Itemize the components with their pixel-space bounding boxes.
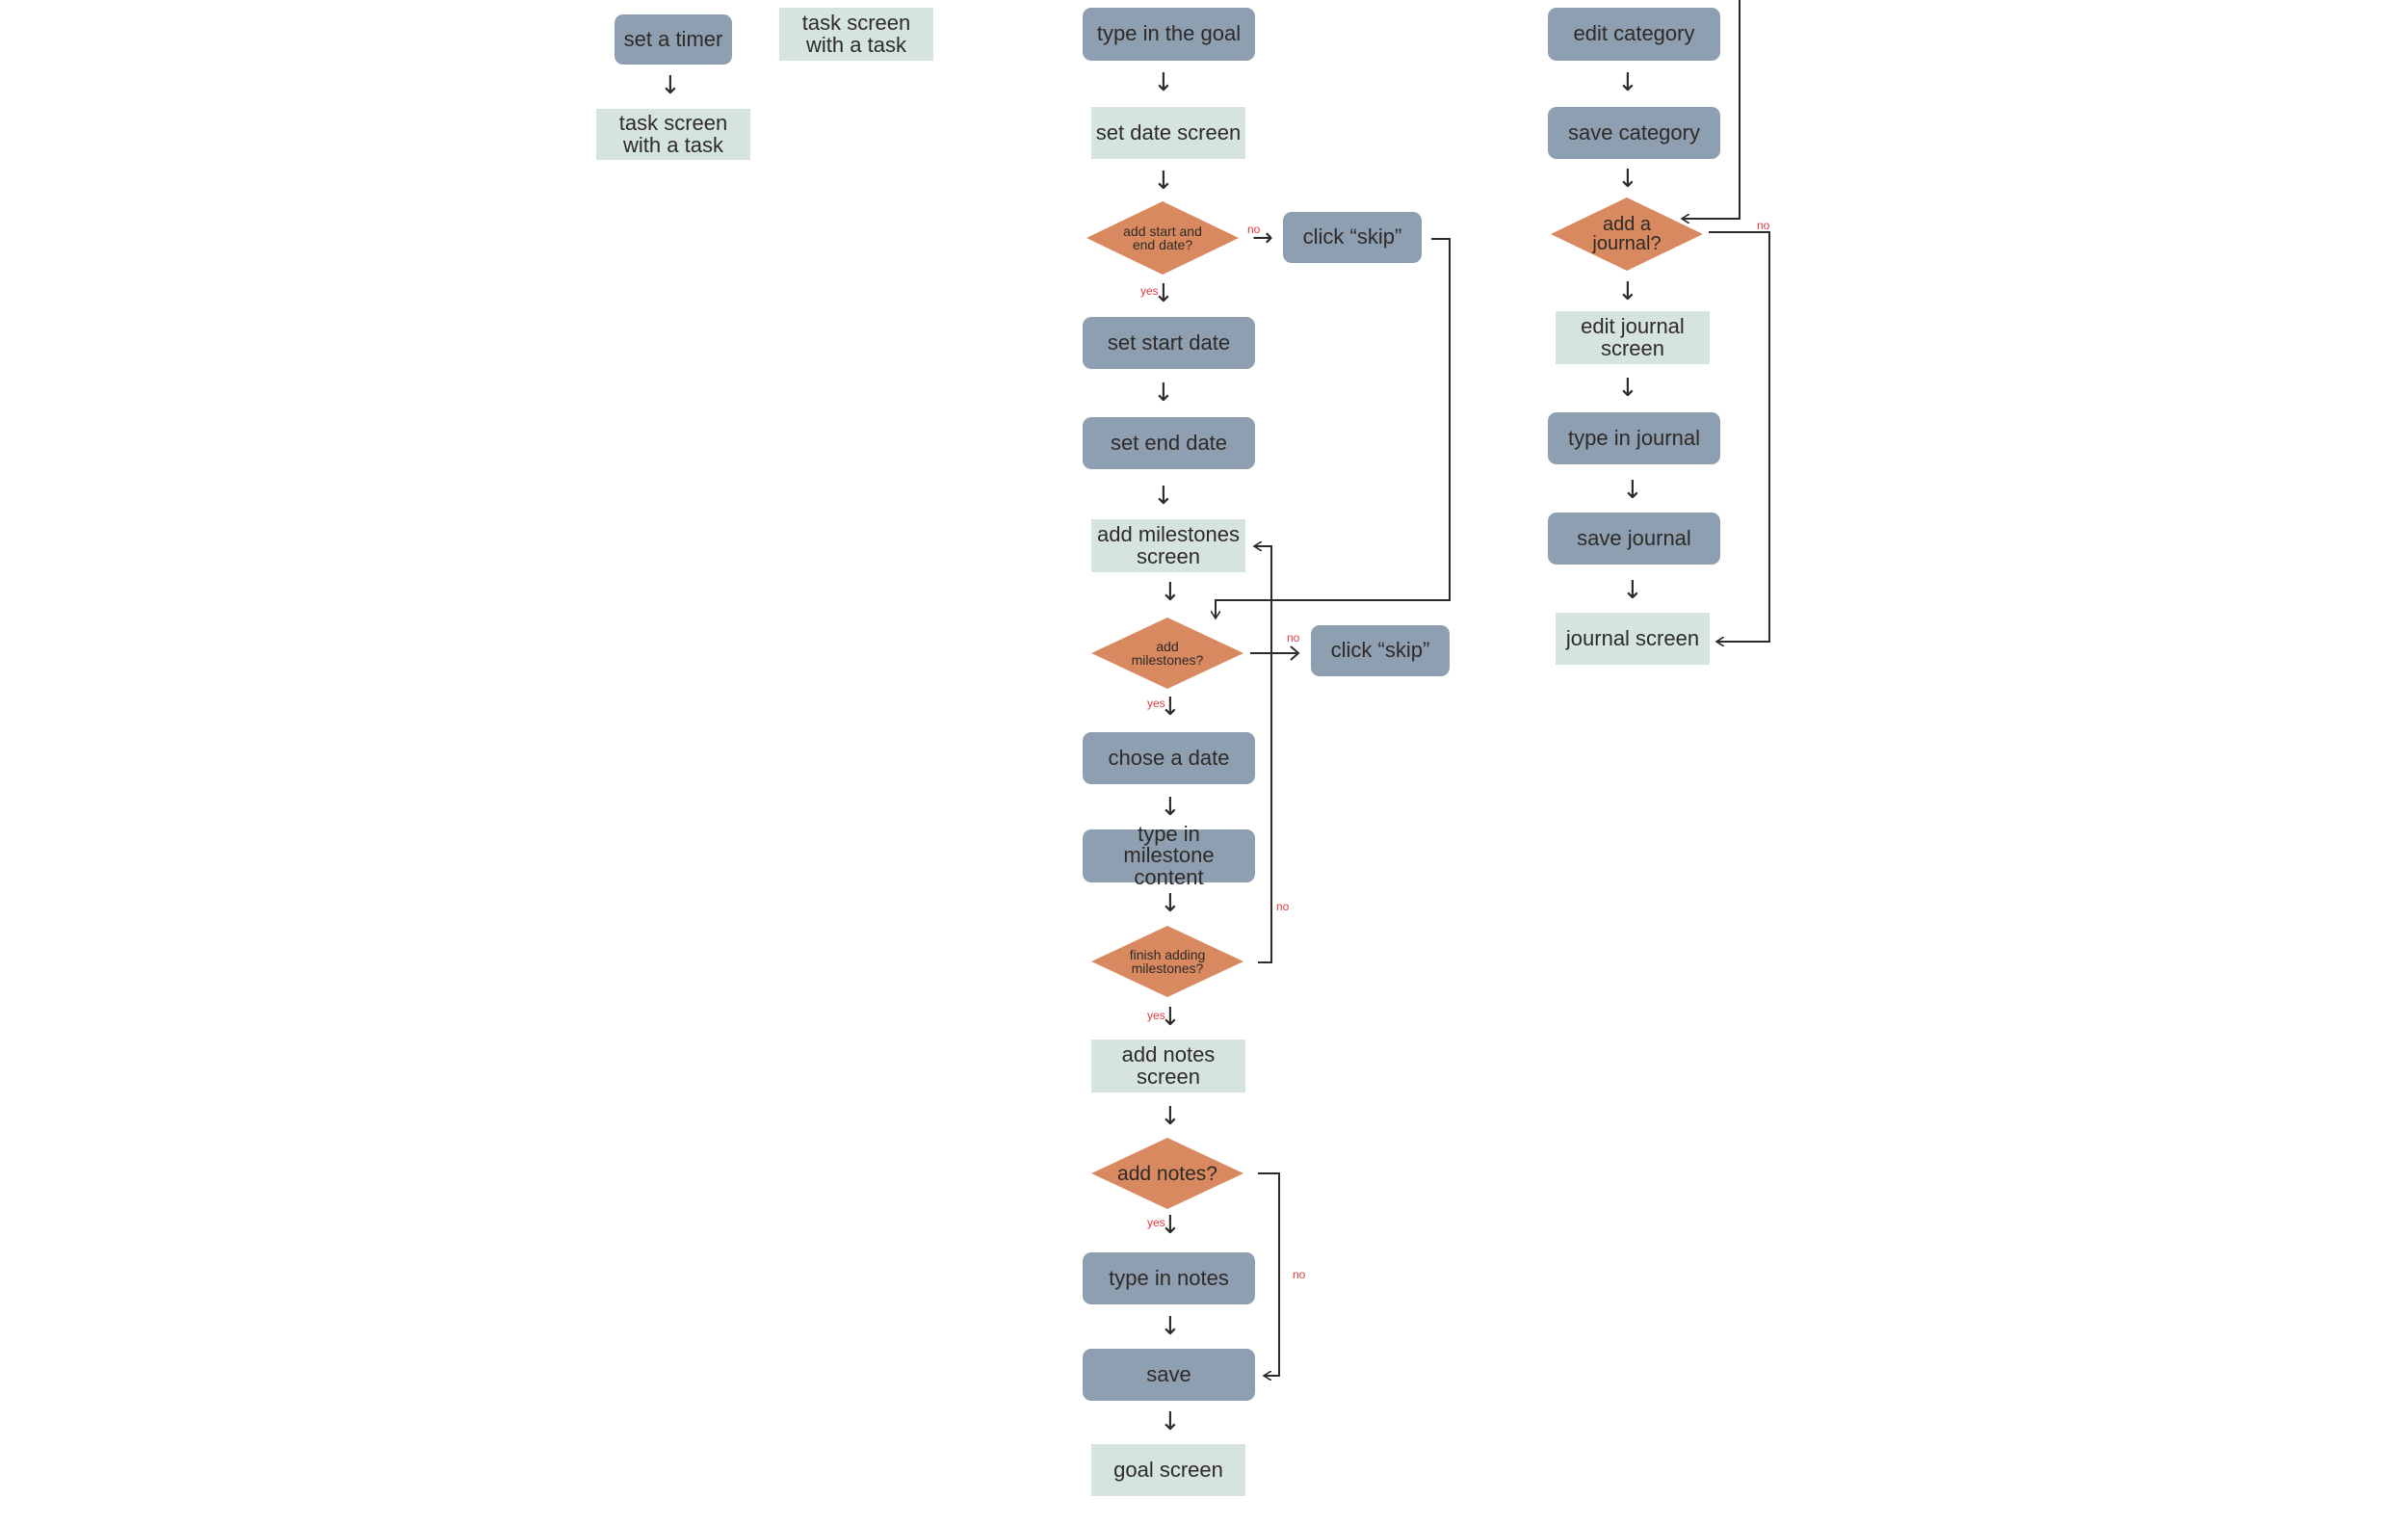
arrow-down: ↓ xyxy=(1160,793,1181,822)
arrow-down: ↓ xyxy=(660,71,681,100)
type-notes-label: type in notes xyxy=(1109,1265,1229,1290)
connector-notes-no-to-save xyxy=(1258,1172,1280,1376)
type-milestone-label: type in milestone content xyxy=(1123,821,1215,889)
arrow-down: ↓ xyxy=(1160,578,1181,607)
arrow-down: ↓ xyxy=(1622,576,1643,605)
save-node: save xyxy=(1083,1349,1255,1401)
save-label: save xyxy=(1146,1361,1191,1386)
add-notes-decision: add notes? xyxy=(1091,1138,1243,1209)
click-skip-label-1: click “skip” xyxy=(1302,224,1402,250)
arrow-down: ↓ xyxy=(1160,1211,1181,1240)
arrow-down: ↓ xyxy=(1617,374,1638,403)
set-start-date-label: set start date xyxy=(1107,329,1231,355)
add-dates-label: add start and end date? xyxy=(1123,224,1202,252)
save-journal-label: save journal xyxy=(1577,525,1691,550)
set-end-date-node: set end date xyxy=(1083,417,1255,469)
arrow-down: ↓ xyxy=(1160,1102,1181,1131)
goal-screen-label: goal screen xyxy=(1113,1457,1223,1482)
type-notes-node: type in notes xyxy=(1083,1252,1255,1304)
type-goal-node: type in the goal xyxy=(1083,8,1255,61)
arrow-down: ↓ xyxy=(1617,68,1638,97)
add-milestones-screen-node: add milestones screen xyxy=(1091,519,1245,572)
add-notes-screen-node: add notes screen xyxy=(1091,1039,1245,1092)
yes-label: yes xyxy=(1147,1009,1165,1022)
click-skip-node-1: click “skip” xyxy=(1283,212,1422,263)
decision-diamond-shape xyxy=(1091,926,1243,997)
set-date-screen-label: set date screen xyxy=(1095,119,1242,145)
decision-diamond-shape xyxy=(1551,197,1703,271)
yes-label: yes xyxy=(1147,1216,1165,1229)
journal-screen-label: journal screen xyxy=(1565,625,1700,650)
edit-category-label: edit category xyxy=(1573,21,1695,46)
arrow-down: ↓ xyxy=(1160,693,1181,722)
type-journal-label: type in journal xyxy=(1568,425,1700,450)
edit-journal-screen-node: edit journal screen xyxy=(1556,311,1710,364)
arrow-down: ↓ xyxy=(1617,277,1638,306)
add-notes-label: add notes? xyxy=(1117,1162,1217,1185)
arrow-down: ↓ xyxy=(1160,1408,1181,1436)
arrow-down: ↓ xyxy=(1160,1312,1181,1341)
add-dates-decision: add start and end date? xyxy=(1086,201,1239,275)
task-screen-node-a: task screen with a task xyxy=(596,109,750,160)
edit-journal-screen-label: edit journal screen xyxy=(1581,314,1685,360)
add-journal-decision: add a journal? xyxy=(1551,197,1703,271)
set-timer-node: set a timer xyxy=(615,14,732,65)
add-milestones-label: add milestones? xyxy=(1131,639,1204,668)
journal-screen-node: journal screen xyxy=(1556,613,1710,665)
no-label: no xyxy=(1247,223,1261,236)
arrow-down: ↓ xyxy=(1160,889,1181,918)
yes-label: yes xyxy=(1140,284,1159,298)
set-date-screen-node: set date screen xyxy=(1091,107,1245,159)
task-screen-node-b: task screen with a task xyxy=(779,8,933,61)
set-start-date-node: set start date xyxy=(1083,317,1255,369)
add-milestones-screen-label: add milestones screen xyxy=(1097,522,1240,568)
arrow-right: → xyxy=(1252,224,1273,252)
yes-label: yes xyxy=(1147,697,1165,710)
arrow-down: ↓ xyxy=(1153,482,1174,511)
arrow-down: ↓ xyxy=(1617,165,1638,194)
no-label: no xyxy=(1276,900,1290,913)
add-milestones-decision: add milestones? xyxy=(1091,618,1243,689)
no-label: no xyxy=(1293,1268,1306,1281)
task-screen-label-b: task screen with a task xyxy=(801,11,911,57)
chose-date-node: chose a date xyxy=(1083,732,1255,784)
decision-diamond-shape xyxy=(1091,1138,1243,1209)
arrow-down: ↓ xyxy=(1622,476,1643,505)
finish-milestones-decision: finish adding milestones? xyxy=(1091,926,1243,997)
chose-date-label: chose a date xyxy=(1108,745,1230,770)
task-screen-label-a: task screen with a task xyxy=(618,111,728,157)
click-skip-node-2: click “skip” xyxy=(1311,625,1450,676)
add-journal-label: add a journal? xyxy=(1592,214,1662,254)
arrow-down: ↓ xyxy=(1153,379,1174,408)
connector-finish-no-loop xyxy=(1254,546,1272,963)
arrow-down: ↓ xyxy=(1153,68,1174,97)
save-category-node: save category xyxy=(1548,107,1720,159)
arrow-right-long xyxy=(1250,645,1300,661)
finish-milestones-label: finish adding milestones? xyxy=(1129,947,1206,976)
arrow-down: ↓ xyxy=(1153,279,1174,308)
goal-screen-node: goal screen xyxy=(1091,1444,1245,1496)
click-skip-label-2: click “skip” xyxy=(1330,638,1430,663)
arrow-down: ↓ xyxy=(1153,167,1174,196)
edit-category-node: edit category xyxy=(1548,8,1720,61)
add-notes-screen-label: add notes screen xyxy=(1121,1042,1216,1089)
type-journal-node: type in journal xyxy=(1548,412,1720,464)
type-milestone-node: type in milestone content xyxy=(1083,823,1255,887)
no-label: no xyxy=(1287,631,1300,645)
type-goal-label: type in the goal xyxy=(1096,21,1242,46)
decision-diamond-shape xyxy=(1086,201,1239,275)
save-journal-node: save journal xyxy=(1548,513,1720,565)
set-end-date-label: set end date xyxy=(1110,430,1228,455)
save-category-label: save category xyxy=(1568,119,1700,145)
set-timer-label: set a timer xyxy=(623,26,723,51)
no-label: no xyxy=(1757,219,1770,232)
decision-diamond-shape xyxy=(1091,618,1243,689)
arrow-down: ↓ xyxy=(1160,1003,1181,1032)
